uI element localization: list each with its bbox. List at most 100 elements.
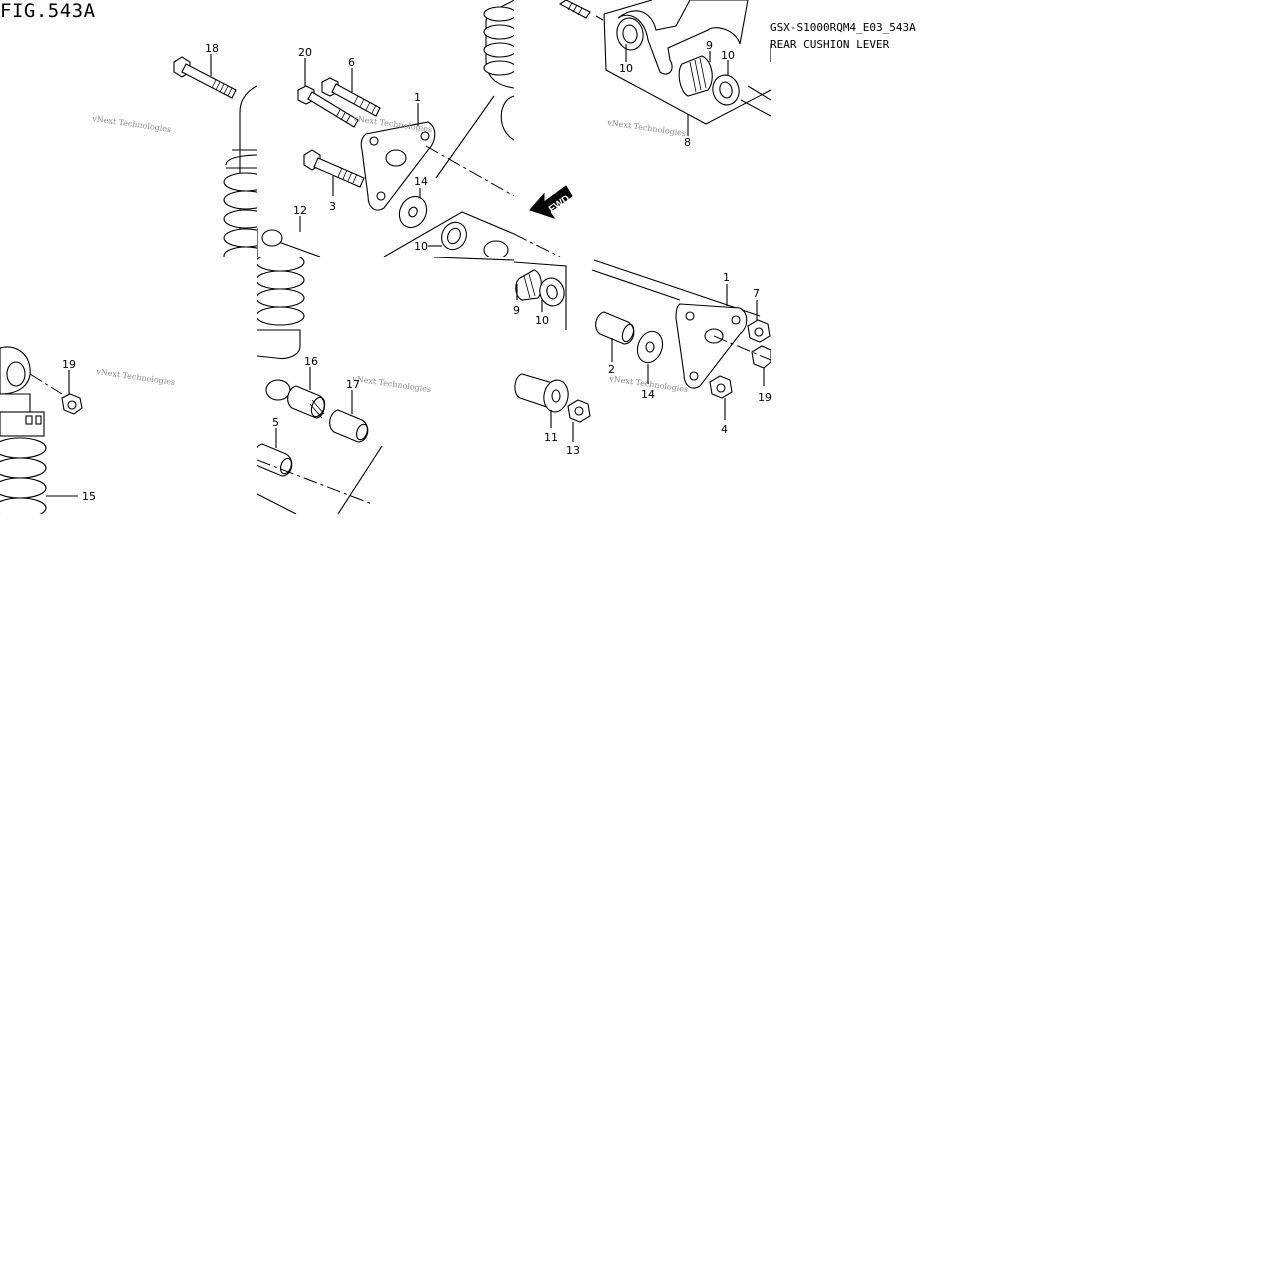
callout-1a: 1 [414, 91, 421, 126]
callout-1b: 1 [723, 271, 730, 306]
callout-6: 6 [348, 56, 355, 92]
callout-label: 20 [298, 46, 312, 59]
callout-label: 10 [535, 314, 549, 327]
callout-label: 10 [619, 62, 633, 75]
callout-16: 16 [304, 355, 318, 390]
callout-label: 9 [513, 304, 520, 317]
callout-19b: 19 [758, 368, 772, 404]
frame-section [425, 0, 514, 197]
callout-11: 11 [544, 410, 558, 444]
callout-8: 8 [684, 114, 691, 149]
lever-cross-section [514, 261, 567, 330]
callout-10b: 10 [619, 44, 633, 75]
callout-label: 18 [205, 42, 219, 55]
tile-top-right: FWD [514, 0, 771, 257]
spacer-5 [257, 443, 293, 477]
callout-label: 8 [684, 136, 691, 149]
callout-label: 13 [566, 444, 580, 457]
callout-label: 5 [272, 416, 279, 429]
tile-bottom-left [0, 346, 83, 514]
callout-label: 10 [721, 49, 735, 62]
callout-label: 14 [414, 175, 428, 188]
tile-top-middle [257, 0, 514, 257]
callout-label: 10 [414, 240, 428, 253]
spacer-2 [595, 311, 635, 345]
watermark-bm: vNext Technologies [351, 374, 432, 394]
callout-10c: 10 [721, 49, 735, 76]
bolt-11 [514, 373, 569, 413]
callout-label: 1 [723, 271, 730, 284]
watermark-text: vNext Technologies [95, 367, 176, 387]
callout-19a: 19 [62, 358, 76, 394]
callout-12: 12 [293, 204, 307, 232]
bolt-6 [321, 77, 381, 117]
tile-bottom-middle [257, 257, 514, 514]
nut-4 [709, 375, 733, 399]
callout-3: 3 [329, 176, 336, 213]
callout-label: 15 [82, 490, 96, 503]
shock-absorber-upper [223, 85, 257, 257]
callout-10d: 10 [535, 300, 549, 327]
callout-label: 12 [293, 204, 307, 217]
watermark-text: vNext Technologies [606, 118, 687, 138]
lever-section [257, 211, 514, 257]
callout-9b: 9 [513, 284, 520, 317]
watermark-bl: vNext Technologies [95, 367, 176, 387]
callout-label: 11 [544, 431, 558, 444]
fwd-arrow: FWD [529, 185, 573, 219]
callout-label: 16 [304, 355, 318, 368]
bolt-18 [173, 56, 237, 99]
callout-14a: 14 [414, 175, 428, 198]
lever-lower-body [257, 257, 514, 514]
callout-label: 14 [641, 388, 655, 401]
callout-15: 15 [46, 490, 96, 503]
callout-label: 9 [706, 39, 713, 52]
callout-label: 6 [348, 56, 355, 69]
bolt-thread [558, 0, 604, 21]
shock-spring-section [257, 257, 305, 401]
connecting-rod-plate [591, 259, 761, 389]
callout-label: 1 [414, 91, 421, 104]
washer-14 [398, 195, 428, 229]
callout-17: 17 [346, 378, 360, 414]
callout-14b: 14 [641, 364, 655, 401]
callout-label: 17 [346, 378, 360, 391]
callout-label: 7 [753, 287, 760, 300]
callout-9a: 9 [706, 39, 713, 62]
model-name: REAR CUSHION LEVER [770, 38, 890, 51]
shock-absorber-lower [0, 346, 63, 514]
callout-label: 19 [62, 358, 76, 371]
cushion-lever [603, 0, 771, 125]
callout-label: 4 [721, 423, 728, 436]
figure-title: FIG.543A [0, 0, 96, 22]
model-code: GSX-S1000RQM4_E03_543A [770, 21, 916, 34]
bearing-16 [287, 385, 326, 419]
nut-19b [751, 345, 771, 369]
watermark-text: vNext Technologies [351, 374, 432, 394]
callout-18: 18 [205, 42, 219, 76]
tile-bottom-right [514, 259, 771, 423]
bolt-3 [303, 149, 365, 188]
nut-13 [567, 399, 591, 423]
tile-top-left [173, 56, 257, 257]
nut-7 [747, 319, 771, 343]
callout-20: 20 [298, 46, 312, 86]
watermark-tr: vNext Technologies [606, 118, 687, 138]
callout-2: 2 [608, 338, 615, 376]
callout-label: 2 [608, 363, 615, 376]
callout-label: 19 [758, 391, 772, 404]
washer-14b [636, 330, 664, 364]
spacer-17 [329, 409, 369, 443]
nut-19 [61, 393, 83, 415]
callout-4: 4 [721, 398, 728, 436]
callout-13: 13 [566, 422, 580, 457]
cushion-rod-plate [360, 121, 436, 211]
callout-10a: 10 [414, 240, 442, 253]
watermark-tl: vNext Technologies [91, 114, 172, 134]
callout-label: 3 [329, 200, 336, 213]
bolt-20 [297, 85, 359, 128]
callout-7: 7 [753, 287, 760, 320]
watermark-text: vNext Technologies [91, 114, 172, 134]
callout-5: 5 [272, 416, 279, 448]
